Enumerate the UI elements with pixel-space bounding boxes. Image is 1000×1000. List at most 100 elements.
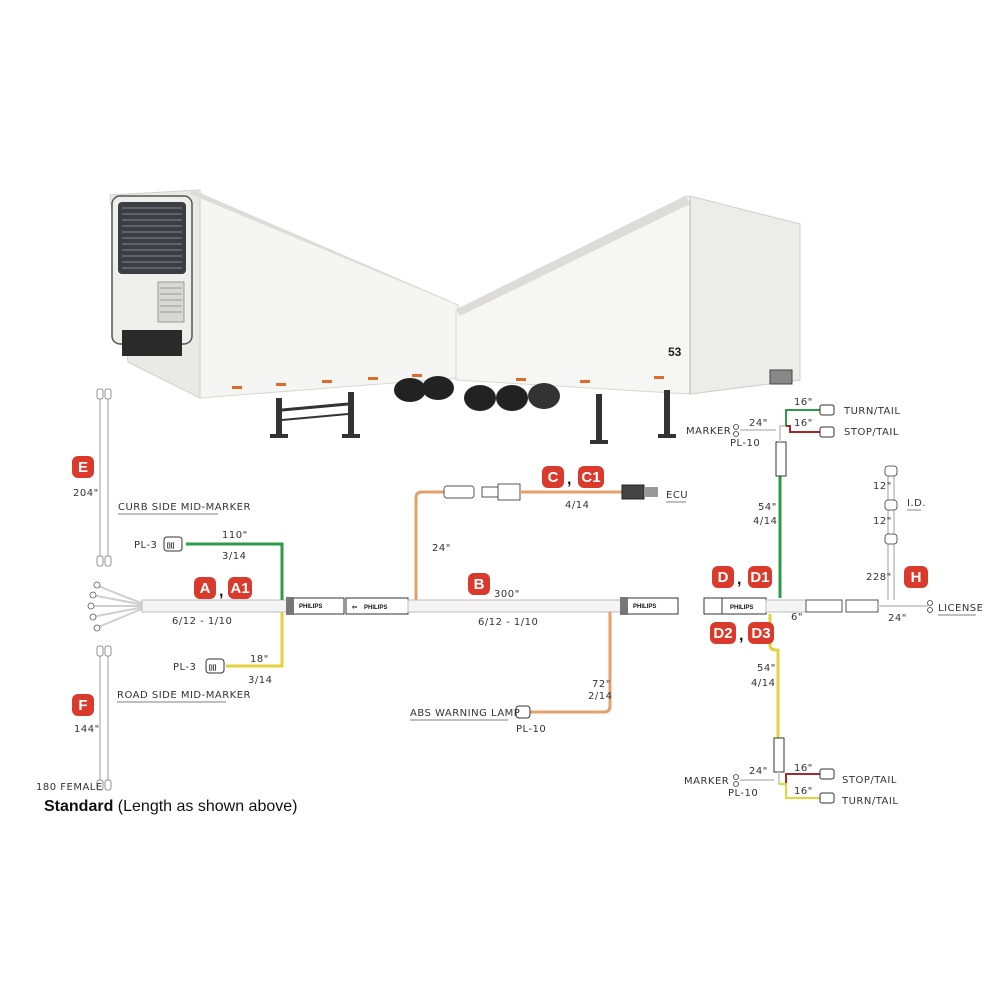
len-16-turn-top-label: 16" — [794, 397, 813, 408]
female-180-label: 180 FEMALE — [36, 782, 103, 793]
svg-text:D3: D3 — [751, 625, 770, 642]
len-16-stop-bottom-label: 16" — [794, 763, 813, 774]
main-gauge-left-label: 6/12 - 1/10 — [172, 616, 232, 627]
pl10-abs-label: PL-10 — [516, 724, 546, 735]
pl3-top-label: PL-3 — [134, 540, 157, 551]
marker-bottom-label: MARKER — [684, 776, 729, 787]
marker-top-label: MARKER — [686, 426, 731, 437]
ecu-connector — [621, 484, 645, 500]
ecu-label: ECU — [666, 490, 688, 501]
len-24-license-label: 24" — [888, 613, 907, 624]
badge-b: B — [468, 573, 490, 595]
wheels-left — [394, 376, 454, 402]
len-12-b-label: 12" — [873, 516, 892, 527]
len-6-label: 6" — [791, 612, 803, 623]
pl10-bottom-label: PL-10 — [728, 788, 758, 799]
b-right-philips-brand: PHILIPS — [633, 604, 656, 610]
svg-text:H: H — [911, 569, 922, 586]
dry-van-trailer: 53 — [455, 195, 801, 444]
badge-d1: D1 — [748, 566, 772, 588]
stop-tail-top-label: STOP/TAIL — [844, 427, 899, 438]
svg-text:E: E — [78, 459, 88, 476]
len-16-turn-bottom-label: 16" — [794, 786, 813, 797]
trailers-illustration: 53 — [109, 189, 801, 444]
footer-caption: Standard (Length as shown above) — [44, 798, 297, 816]
badge-d3: D3 — [748, 622, 774, 644]
len-72-label: 72" — [592, 679, 611, 690]
harness-c-ecu: 24" 4/14 ECU — [414, 483, 688, 600]
pl10-top-label: PL-10 — [730, 438, 760, 449]
harness-f-road-side: ROAD SIDE MID-MARKER 144" 180 FEMALE — [36, 645, 251, 793]
len-54-top-label: 54" — [758, 502, 777, 513]
curb-side-label: CURB SIDE MID-MARKER — [118, 502, 251, 513]
badge-e: E — [72, 456, 94, 478]
main-gauge-right-label: 6/12 - 1/10 — [478, 617, 538, 628]
badges: E A , A1 F B C , C1 D — [72, 456, 928, 716]
harness-b-main: ⇦ PHILIPS PHILIPS 300" 6/12 - 1/10 — [345, 589, 679, 628]
badge-f: F — [72, 694, 94, 716]
gauge-3-14-bottom-label: 3/14 — [248, 675, 272, 686]
landing-gear-right — [590, 369, 793, 444]
footer-bold: Standard — [44, 798, 114, 815]
gauge-4-14-c-label: 4/14 — [565, 500, 589, 511]
svg-text:[||]: [||] — [167, 543, 174, 549]
pl3-bottom-label: PL-3 — [173, 662, 196, 673]
svg-text:⇦: ⇦ — [351, 605, 357, 611]
svg-text:F: F — [78, 697, 87, 714]
svg-text:C: C — [548, 469, 559, 486]
svg-text:D2: D2 — [713, 625, 732, 642]
svg-text:B: B — [474, 576, 485, 593]
a-philips-brand: PHILIPS — [299, 604, 322, 610]
landing-gear-left — [270, 392, 360, 438]
footer-rest: (Length as shown above) — [113, 798, 298, 815]
len-12-a-label: 12" — [873, 481, 892, 492]
len-300-label: 300" — [494, 589, 520, 600]
badge-d: D — [712, 566, 734, 588]
svg-text:D: D — [718, 569, 729, 586]
len-18-label: 18" — [250, 654, 269, 665]
len-24-top-label: 24" — [749, 418, 768, 429]
wheels-right — [464, 383, 560, 411]
len-24-c-label: 24" — [432, 543, 451, 554]
license-label: LICENSE — [938, 603, 983, 614]
svg-text:[||]: [||] — [209, 665, 216, 671]
side-marker-lights-left — [232, 374, 422, 389]
badge-a: A — [194, 577, 216, 599]
harness-a-main: 6/12 - 1/10 [||] PL-3 110" 3/14 [||] PL-… — [87, 530, 345, 686]
a-separator: , — [219, 583, 223, 600]
trailer-unit-number: 53 — [668, 345, 682, 359]
badge-d2: D2 — [710, 622, 736, 644]
gauge-4-14-top-label: 4/14 — [753, 516, 777, 527]
badge-c1: C1 — [578, 466, 604, 488]
badge-a1: A1 — [228, 577, 252, 599]
len-16-stop-top-label: 16" — [794, 418, 813, 429]
stop-tail-bottom-label: STOP/TAIL — [842, 775, 897, 786]
len-228-label: 228" — [866, 572, 892, 583]
b-left-philips-brand: PHILIPS — [364, 605, 387, 611]
c-separator: , — [567, 471, 571, 488]
harness-abs-lamp: 72" 2/14 ABS WARNING LAMP PL-10 — [410, 612, 612, 735]
gauge-2-14-label: 2/14 — [588, 691, 612, 702]
harness-e-curb-side: 204" CURB SIDE MID-MARKER — [73, 388, 251, 567]
len-54-bottom-label: 54" — [757, 663, 776, 674]
len-24-bottom-label: 24" — [749, 766, 768, 777]
len-110-label: 110" — [222, 530, 248, 541]
harness-d-rear: PHILIPS 6" 24" LICENSE 12" 12" I.D. 228" — [684, 397, 983, 807]
svg-text:C1: C1 — [581, 469, 600, 486]
gauge-3-14-top-label: 3/14 — [222, 551, 246, 562]
d-philips-brand: PHILIPS — [730, 605, 753, 611]
svg-text:A1: A1 — [230, 580, 249, 597]
turn-tail-top-label: TURN/TAIL — [843, 406, 900, 417]
badge-c: C — [542, 466, 564, 488]
side-marker-lights-right — [516, 376, 664, 383]
e-length-label: 204" — [73, 488, 99, 499]
svg-text:D1: D1 — [750, 569, 769, 586]
road-side-label: ROAD SIDE MID-MARKER — [117, 690, 251, 701]
reefer-trailer — [109, 189, 459, 438]
pl3-bottom-connector — [205, 658, 225, 674]
svg-text:A: A — [200, 580, 211, 597]
id-label: I.D. — [907, 498, 926, 509]
f-length-label: 144" — [74, 724, 100, 735]
turn-tail-bottom-label: TURN/TAIL — [841, 796, 898, 807]
